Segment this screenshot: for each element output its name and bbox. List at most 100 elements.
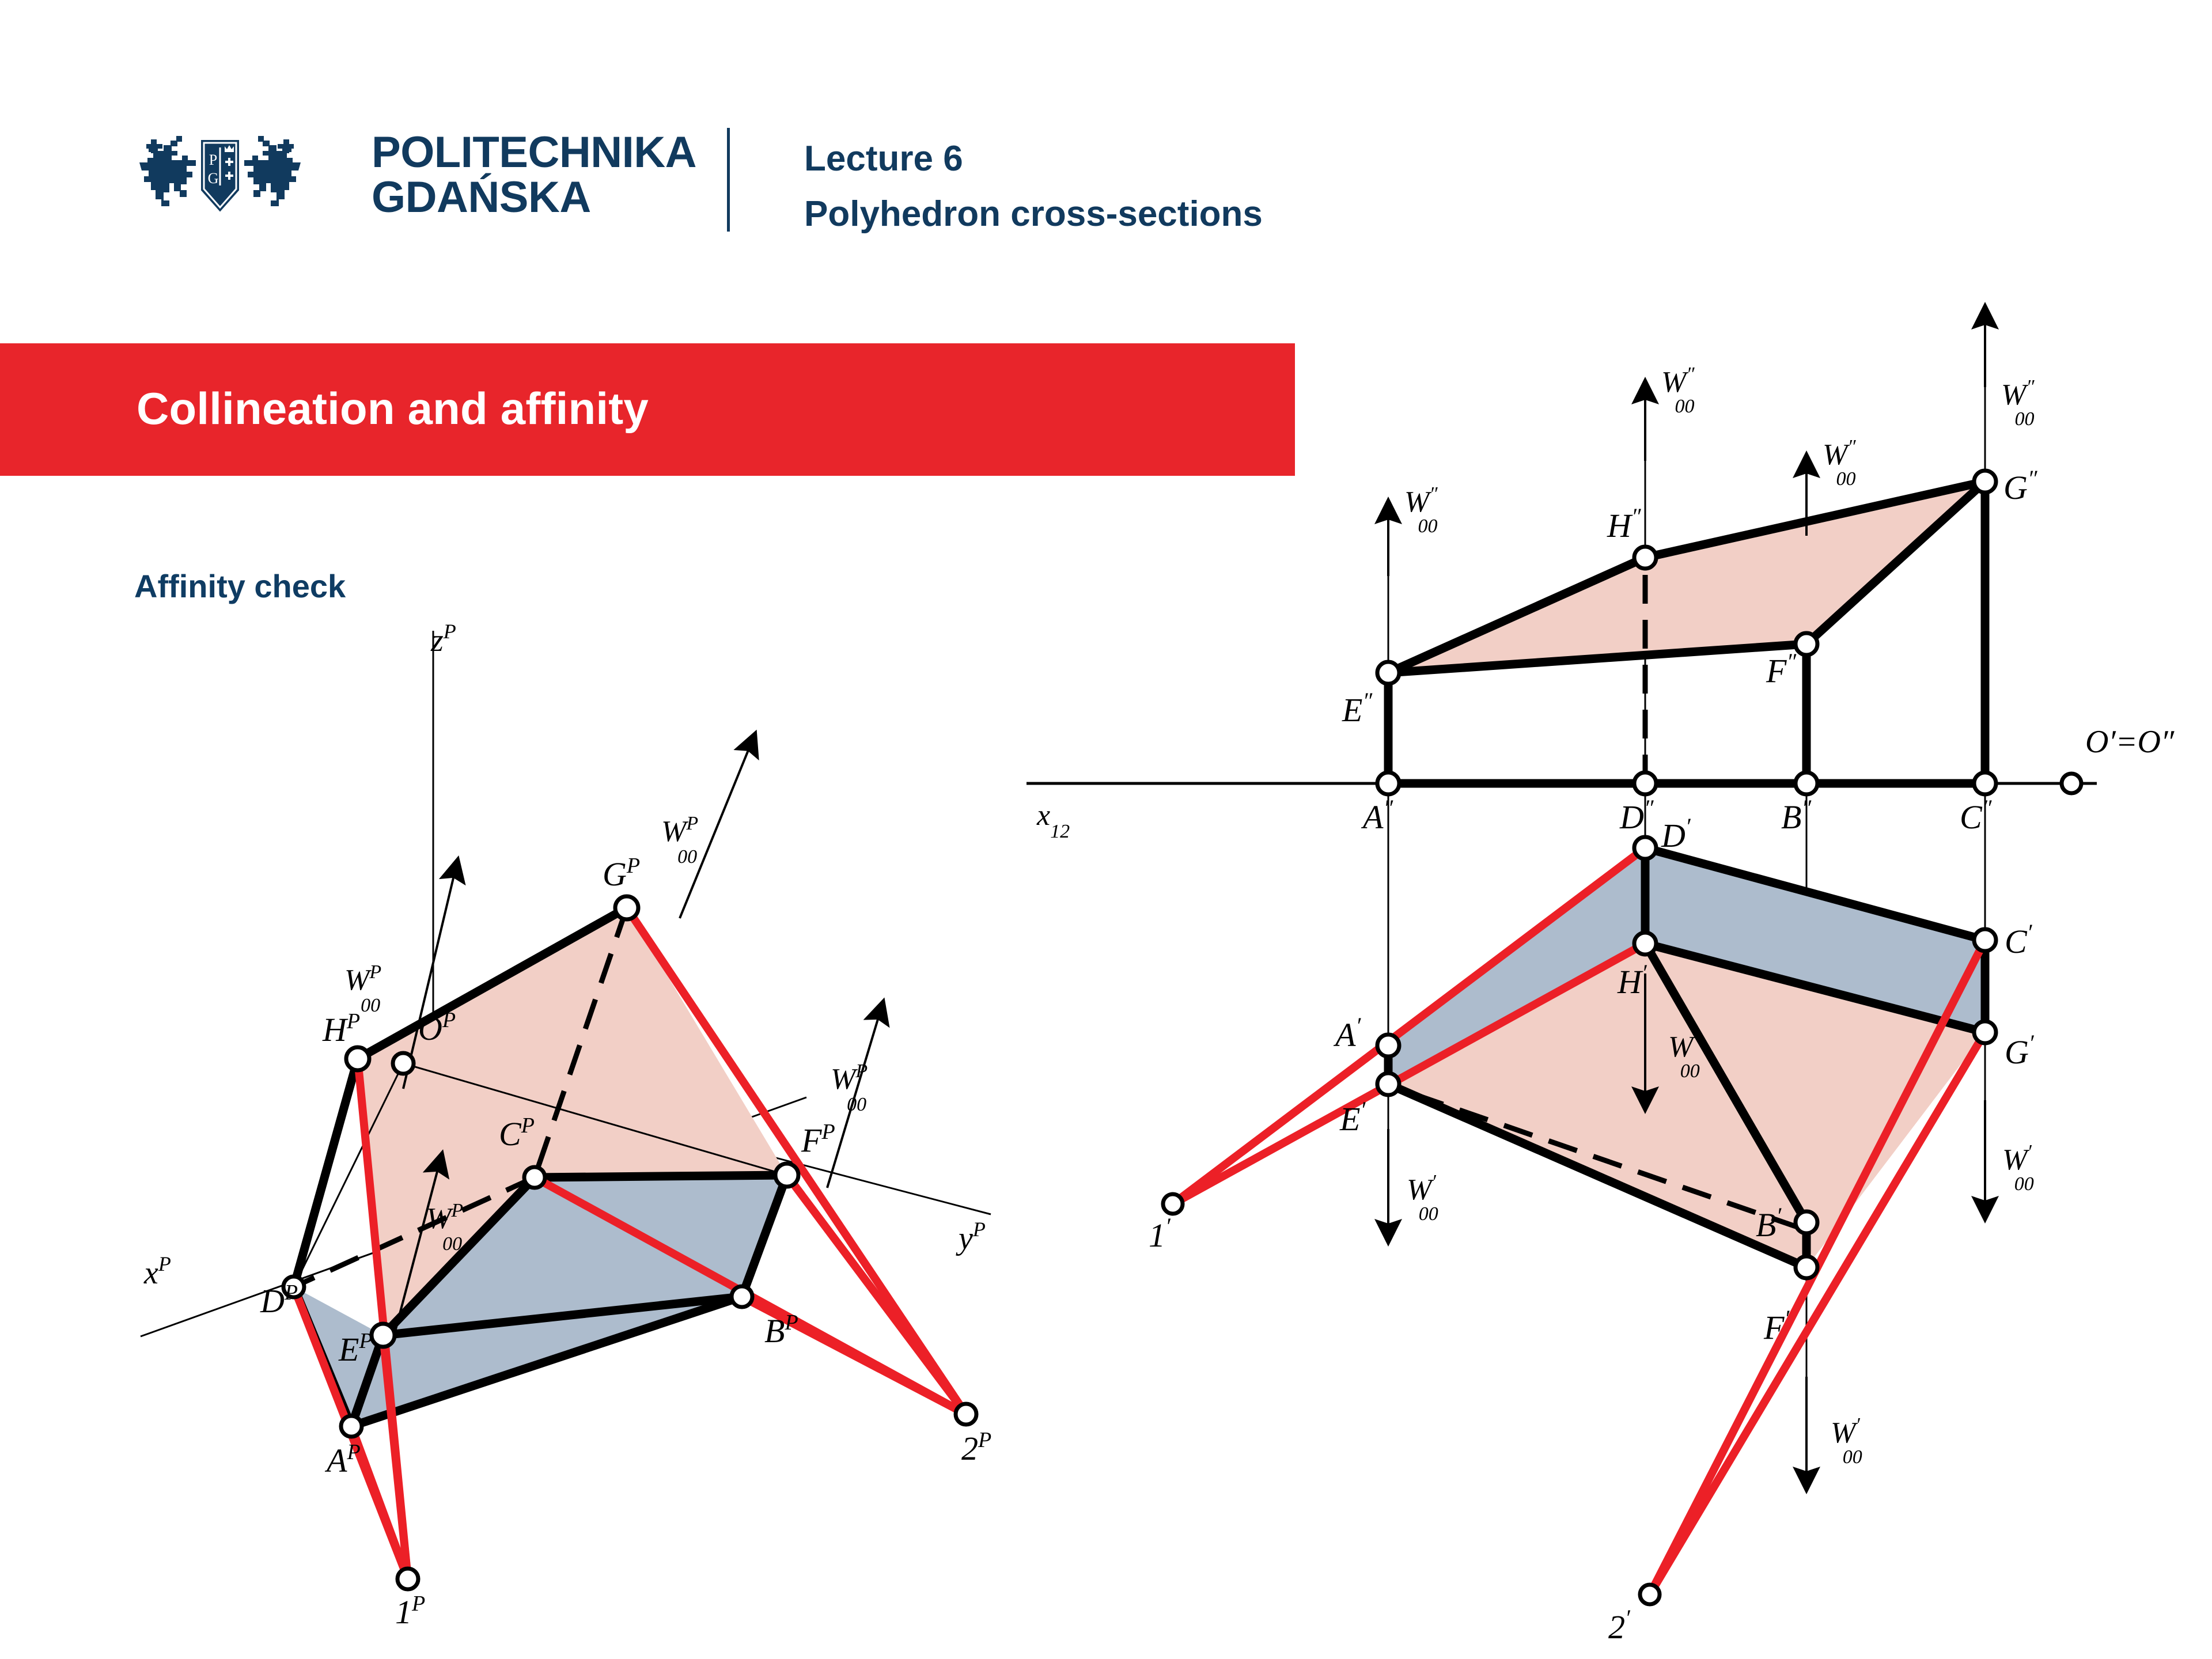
label-w1-a: W′00 xyxy=(1407,1171,1438,1225)
label-A-P: AP xyxy=(324,1440,361,1479)
axonometric-vertex-labels: AP BP CP DP EP FP GP HP OP 1P 2P xyxy=(260,854,991,1631)
label-D2: D″ xyxy=(1619,795,1654,836)
label-G2: G″ xyxy=(2003,465,2038,506)
vertex-B1 xyxy=(1793,1209,1820,1236)
lecture-number: Lecture 6 xyxy=(804,139,963,179)
label-w2-c: W″00 xyxy=(2001,376,2035,430)
section-heading: Affinity check xyxy=(134,568,346,604)
vertex-2-1 xyxy=(1638,1582,1662,1607)
vertex-B2 xyxy=(1793,770,1820,797)
vertex-C2 xyxy=(1972,770,1998,797)
edge-H2-G2 xyxy=(1641,477,1990,562)
shield-icon: P G xyxy=(201,140,239,212)
edge-E-B xyxy=(378,1292,747,1340)
line-O-D xyxy=(293,1063,404,1287)
ray-A-1 xyxy=(347,1422,412,1583)
edge-E2-F2 xyxy=(1384,639,1811,677)
vertex-G-P xyxy=(613,894,641,922)
lecture-info: Lecture 6 Polyhedron cross-sections xyxy=(804,131,1263,242)
cross-upper-icon xyxy=(225,158,233,166)
edge-F2-G2 xyxy=(1802,477,1990,649)
label-H2: H″ xyxy=(1607,503,1642,544)
slide-title: Collineation and affinity xyxy=(137,383,649,434)
edge-B-F xyxy=(737,1171,791,1301)
orthographic-horizontal-vertices xyxy=(1161,835,1998,1607)
vertex-B-P xyxy=(729,1284,755,1309)
label-A2: A″ xyxy=(1361,795,1393,836)
slide-title-band xyxy=(0,343,1295,476)
ray-F-2 xyxy=(783,1171,970,1418)
orthographic-horizontal-edges xyxy=(1384,843,1990,1272)
label-w2-a: W″00 xyxy=(1404,483,1438,537)
header-divider xyxy=(727,128,730,232)
orthographic-vertical-labels: A″ D″ B″ C″ E″ H″ F″ G″ xyxy=(1342,465,2038,836)
orthographic-view: x12 xyxy=(1027,302,2175,1646)
line-O-F xyxy=(403,1062,787,1176)
vertex-D-P xyxy=(281,1274,306,1300)
lecture-topic: Polyhedron cross-sections xyxy=(804,194,1263,234)
label-C2: C″ xyxy=(1960,795,1993,836)
axonometric-vertices xyxy=(281,894,979,1592)
ray-E-1 xyxy=(379,1331,412,1583)
pg-coat-of-arms-logo: P G xyxy=(134,128,306,226)
vertex-H2 xyxy=(1632,544,1658,571)
hidden-edge-C-D xyxy=(293,1175,536,1290)
label-z-axis: zP xyxy=(430,620,456,658)
university-name: POLITECHNIKA GDAŃSKA xyxy=(372,130,697,219)
label-w2-b: W″00 xyxy=(1823,436,1856,490)
label-C-P: CP xyxy=(499,1113,535,1153)
edge-A-B xyxy=(347,1292,747,1431)
label-G1: G′ xyxy=(2005,1030,2035,1071)
orthographic-vertical-rays xyxy=(1374,302,1999,576)
label-w1-c: W′00 xyxy=(2002,1141,2034,1195)
label-E-P: EP xyxy=(338,1329,373,1368)
vertex-C-P xyxy=(522,1165,547,1190)
vertex-F-P xyxy=(773,1161,801,1189)
orthographic-horizontal-labels: A′ E′ D′ H′ B′ F′ C′ G′ 1′ 2′ xyxy=(1149,813,2035,1646)
ray1-2-G1 xyxy=(1646,1028,1989,1599)
vertex-G2 xyxy=(1972,468,1998,495)
vertex-E1 xyxy=(1375,1071,1402,1097)
base-plane-fill xyxy=(294,1175,787,1426)
hidden-edge-E1-B1 xyxy=(1414,1092,1798,1230)
vertex-E-P xyxy=(369,1321,397,1349)
label-B-P: BP xyxy=(764,1310,798,1350)
label-w1-d: W′00 xyxy=(1668,1028,1700,1082)
edge-E-A xyxy=(347,1331,388,1431)
orthographic-horizontal-ray-labels: W′00 W′00 W′00 W′00 xyxy=(1407,1028,2034,1468)
edge-E2-H2 xyxy=(1384,553,1650,677)
vertex-D2 xyxy=(1632,770,1658,797)
section-fill-vertical xyxy=(1388,482,1985,673)
axonometric-projection-rays xyxy=(391,729,890,1345)
label-w2-d: W″00 xyxy=(1661,363,1695,417)
label-w1-b: W′00 xyxy=(1831,1414,1862,1468)
vertex-E2 xyxy=(1375,660,1402,686)
vertex-2-P xyxy=(953,1402,979,1427)
label-B2: B″ xyxy=(1781,795,1812,836)
label-2-P: 2P xyxy=(961,1428,991,1467)
orthographic-vertical-vertices xyxy=(1375,468,1998,797)
ray-G-2 xyxy=(623,904,970,1418)
vertex-D1 xyxy=(1632,835,1658,861)
label-1-P: 1P xyxy=(395,1592,425,1631)
lion-right-icon xyxy=(244,136,301,206)
edge-H1-B1 xyxy=(1641,939,1811,1227)
label-F2: F″ xyxy=(1766,649,1797,690)
edge-C-E xyxy=(378,1173,539,1340)
label-2-1: 2′ xyxy=(1608,1605,1631,1646)
logo-letter-g: G xyxy=(208,170,219,187)
vertex-G1 xyxy=(1972,1019,1998,1046)
proj-ray-mid-right xyxy=(826,997,890,1188)
label-D-P: DP xyxy=(260,1281,298,1320)
label-B1: B′ xyxy=(1756,1203,1782,1244)
base-fill-horizontal xyxy=(1388,944,1985,1267)
vertex-F1 xyxy=(1793,1254,1820,1281)
label-1-1: 1′ xyxy=(1149,1213,1171,1254)
vertex-A1 xyxy=(1375,1032,1402,1059)
label-O-P: OP xyxy=(418,1008,456,1047)
lion-left-icon xyxy=(139,136,196,206)
